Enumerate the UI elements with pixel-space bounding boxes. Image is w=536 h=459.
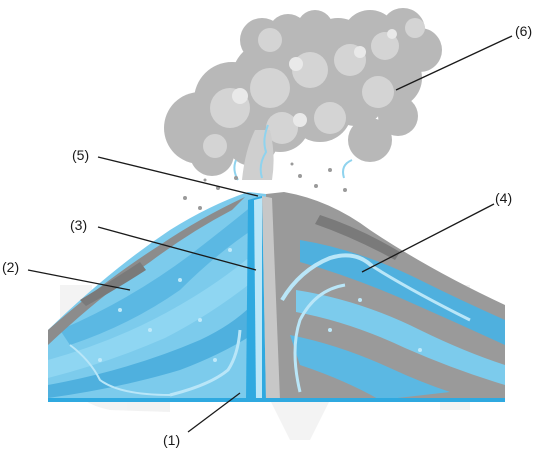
label-3: (3) bbox=[70, 217, 88, 233]
volcano-body bbox=[48, 192, 505, 402]
leader-line-6 bbox=[395, 35, 513, 91]
ash-cloud bbox=[164, 8, 442, 181]
label-1: (1) bbox=[163, 432, 181, 448]
label-2: (2) bbox=[2, 259, 20, 275]
leader-line-4 bbox=[361, 203, 495, 273]
leader-line-2 bbox=[27, 269, 131, 291]
leader-line-3 bbox=[97, 226, 257, 271]
label-5: (5) bbox=[72, 147, 90, 163]
ejected-debris bbox=[183, 162, 347, 210]
label-6: (6) bbox=[515, 23, 533, 39]
leader-line-5 bbox=[97, 156, 259, 197]
leader-line-1 bbox=[187, 392, 241, 433]
label-4: (4) bbox=[495, 190, 513, 206]
leader-lines bbox=[27, 35, 513, 433]
